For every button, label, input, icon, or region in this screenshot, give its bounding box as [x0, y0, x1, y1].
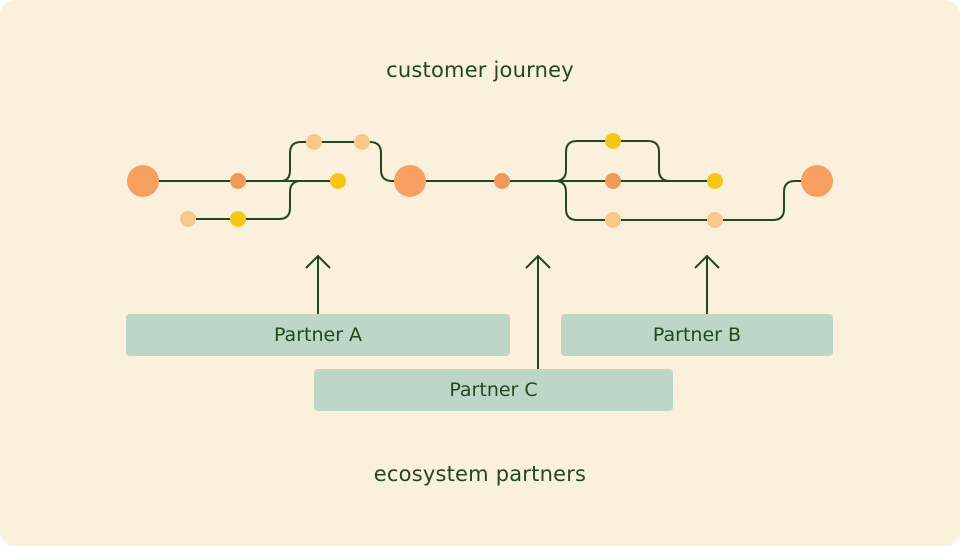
journey-node	[494, 173, 510, 189]
journey-node	[306, 134, 322, 150]
partner-a-label: Partner A	[273, 324, 363, 346]
journey-node	[707, 212, 723, 228]
partner-a-box: Partner A	[126, 314, 510, 356]
partner-b-label: Partner B	[652, 324, 742, 346]
journey-node	[230, 173, 246, 189]
journey-node	[605, 212, 621, 228]
partner-c-label: Partner C	[449, 379, 538, 401]
journey-node-start	[127, 165, 159, 197]
partner-c-box: Partner C	[314, 369, 673, 411]
journey-node	[180, 211, 196, 227]
partner-b-box: Partner B	[561, 314, 833, 356]
arrow-partner-a	[305, 254, 331, 314]
journey-node	[605, 173, 621, 189]
journey-node-end	[801, 165, 833, 197]
journey-node	[354, 134, 370, 150]
arrow-partner-b	[694, 254, 720, 314]
journey-node	[230, 211, 246, 227]
journey-node	[707, 173, 723, 189]
ecosystem-partners-title: ecosystem partners	[373, 462, 587, 486]
journey-node	[330, 173, 346, 189]
journey-path-bottom-branch	[554, 180, 817, 221]
journey-node-mid	[394, 165, 426, 197]
arrow-partner-c	[525, 254, 551, 369]
journey-path-lower-branch	[188, 180, 302, 220]
customer-journey-title: customer journey	[386, 58, 574, 82]
journey-path-upper-branch	[280, 141, 410, 182]
journey-node	[605, 133, 621, 149]
